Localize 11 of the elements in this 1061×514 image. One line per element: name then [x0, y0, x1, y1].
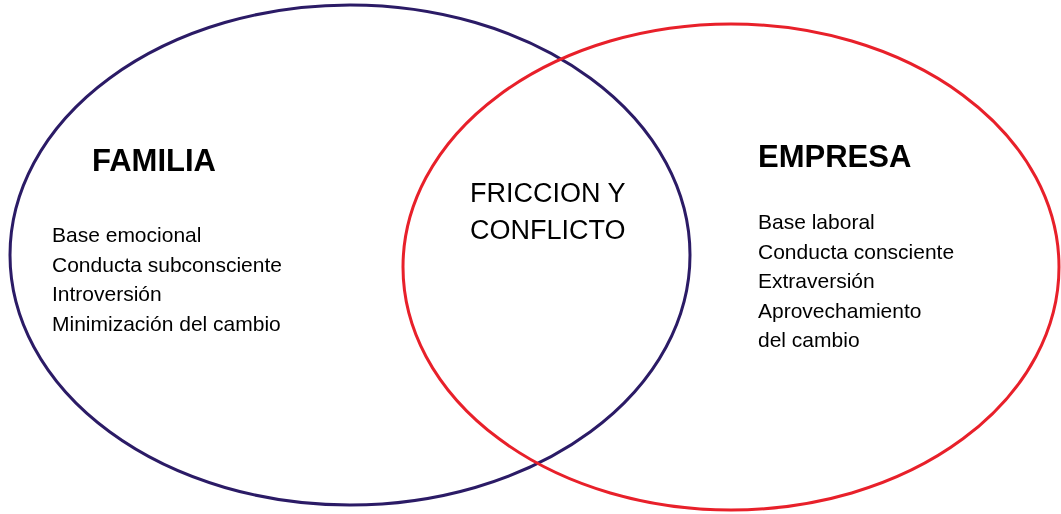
- overlap-label: FRICCION Y CONFLICTO: [470, 177, 626, 247]
- set-title: EMPRESA: [758, 139, 912, 175]
- trait-text: Introversión: [52, 281, 162, 307]
- trait-text: Extraversión: [758, 268, 875, 294]
- trait-text: Conducta subconsciente: [52, 251, 282, 278]
- trait-text: Minimización del cambio: [52, 310, 281, 337]
- trait-text: Base emocional: [52, 222, 202, 248]
- trait-text: Aprovechamiento del cambio: [758, 297, 923, 353]
- trait-text: Base laboral: [758, 209, 875, 235]
- trait-text: Conducta consciente: [758, 238, 955, 265]
- set-title: FAMILIA: [92, 143, 216, 179]
